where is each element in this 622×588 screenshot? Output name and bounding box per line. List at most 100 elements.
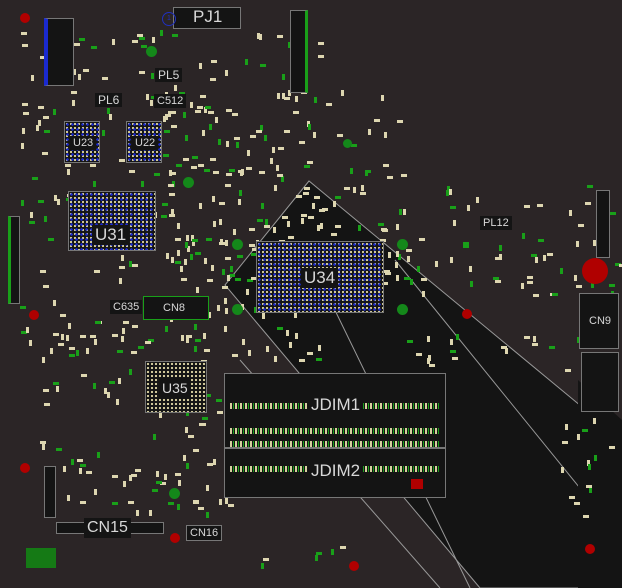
connector-left-bottom[interactable] <box>44 466 56 518</box>
smd-component <box>383 132 387 139</box>
label-cn9: CN9 <box>589 315 612 327</box>
label-cn16[interactable]: CN16 <box>186 525 223 541</box>
connector-top-right[interactable] <box>290 10 308 93</box>
smd-component <box>151 37 155 44</box>
smd-component <box>43 402 50 406</box>
smd-component <box>156 481 163 485</box>
smd-component <box>547 253 554 257</box>
label-c635[interactable]: C635 <box>110 300 143 314</box>
smd-component <box>505 347 509 354</box>
smd-component <box>80 464 87 468</box>
smd-component <box>191 239 198 243</box>
smd-component <box>186 336 190 343</box>
smd-component <box>255 130 262 134</box>
smd-component <box>560 467 564 474</box>
smd-component <box>181 277 188 281</box>
smd-component <box>278 146 285 150</box>
smd-component <box>273 356 277 363</box>
smd-component <box>377 223 384 227</box>
connector-cn9[interactable] <box>579 293 619 349</box>
smd-component <box>265 218 269 225</box>
smd-component <box>295 195 302 199</box>
smd-component <box>241 339 245 346</box>
smd-component <box>254 307 258 314</box>
smd-component <box>44 216 48 223</box>
test-point-icon <box>20 463 30 473</box>
smd-component <box>415 353 422 357</box>
smd-component <box>206 484 210 491</box>
smd-component <box>132 263 139 267</box>
label-pl12[interactable]: PL12 <box>480 216 512 230</box>
smd-component <box>587 185 594 189</box>
smd-component <box>65 335 69 342</box>
smd-component <box>330 548 334 555</box>
smd-component <box>178 480 182 487</box>
connector-left-top[interactable] <box>44 18 74 86</box>
smd-component <box>179 91 186 95</box>
smd-component <box>276 34 283 38</box>
smd-component <box>304 187 311 191</box>
smd-component <box>227 504 234 508</box>
smd-component <box>577 433 581 440</box>
smd-component <box>206 511 210 518</box>
smd-component <box>244 59 248 65</box>
smd-component <box>169 213 176 217</box>
smd-component <box>30 212 34 218</box>
smd-component <box>274 184 278 191</box>
smd-component <box>29 340 33 347</box>
smd-component <box>205 106 212 110</box>
smd-component <box>396 250 400 257</box>
smd-component <box>209 77 216 81</box>
smd-component <box>584 202 591 206</box>
smd-component <box>49 348 53 355</box>
mounting-via-icon <box>397 239 408 250</box>
smd-component <box>306 161 313 165</box>
label-c512[interactable]: C512 <box>154 94 187 108</box>
smd-component <box>198 423 205 427</box>
label-pl6[interactable]: PL6 <box>95 93 123 107</box>
smd-component <box>537 203 544 207</box>
smd-component <box>141 180 145 187</box>
mounting-via-icon <box>183 177 194 188</box>
smd-component <box>90 334 97 338</box>
smd-component <box>31 177 38 181</box>
smd-component <box>209 124 213 131</box>
mounting-via-icon <box>169 488 180 499</box>
smd-component <box>586 484 593 488</box>
label-pl5[interactable]: PL5 <box>155 68 183 82</box>
smd-component <box>199 63 203 70</box>
connector-left-side[interactable] <box>8 216 20 304</box>
smd-component <box>189 254 193 261</box>
smd-component <box>29 220 36 224</box>
green-pad <box>26 548 56 568</box>
smd-component <box>201 417 208 421</box>
smd-component <box>183 157 190 161</box>
smd-component <box>94 489 98 496</box>
smd-component <box>537 238 544 242</box>
smd-component <box>160 214 167 218</box>
connector-cn8[interactable] <box>143 296 209 320</box>
smd-component <box>277 92 281 99</box>
smd-component <box>150 72 154 79</box>
smd-component <box>358 224 362 231</box>
smd-component <box>468 266 472 273</box>
connector-right-lower[interactable] <box>581 352 619 412</box>
smd-component <box>591 281 595 288</box>
connector-right-side[interactable] <box>596 190 610 258</box>
smd-component <box>287 42 291 49</box>
smd-component <box>168 110 172 117</box>
smd-component <box>292 110 299 114</box>
smd-component <box>82 69 89 73</box>
smd-component <box>594 454 598 461</box>
smd-component <box>395 262 399 269</box>
smd-component <box>275 164 279 171</box>
smd-component <box>35 124 39 131</box>
smd-component <box>195 251 202 255</box>
red-pad <box>411 479 423 489</box>
smd-component <box>204 106 208 113</box>
smd-component <box>574 502 581 506</box>
smd-component <box>130 350 137 354</box>
smd-component <box>139 37 146 41</box>
label-u22: U22 <box>132 136 159 150</box>
smd-component <box>183 112 187 118</box>
